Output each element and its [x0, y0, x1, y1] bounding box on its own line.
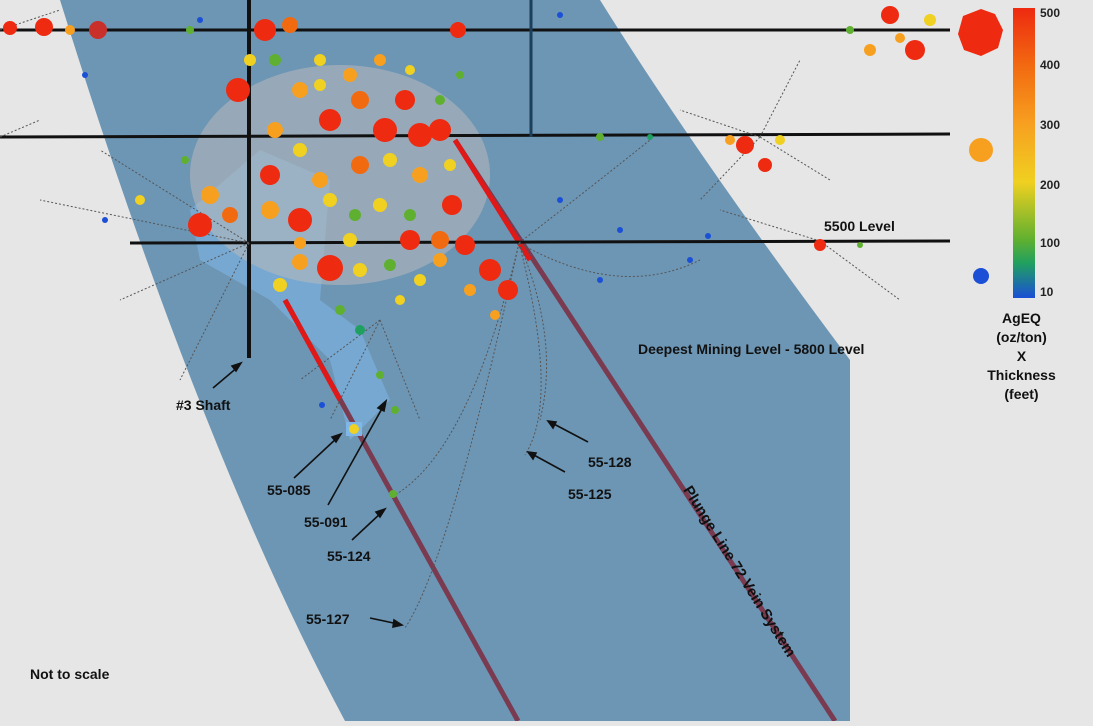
- level-line-5500: [129, 239, 951, 245]
- scale-tick-400: 400: [1040, 58, 1061, 72]
- legend-title-line-3: X: [1016, 348, 1027, 364]
- hole-label-55-091: 55-091: [304, 514, 348, 530]
- legend-title-line-1: AgEQ: [1002, 310, 1041, 326]
- collar-marker-point: [349, 424, 359, 434]
- deepest-level-label: Deepest Mining Level - 5800 Level: [638, 341, 865, 357]
- legend-title-line-5: (feet): [1004, 386, 1039, 402]
- legend-large-symbol: [958, 9, 1003, 56]
- scale-tick-10: 10: [1040, 285, 1054, 299]
- scale-tick-300: 300: [1040, 118, 1061, 132]
- sample-points: [3, 6, 936, 498]
- legend-title-line-2: (oz/ton): [996, 329, 1047, 345]
- level-line-mid: [0, 132, 951, 139]
- shaft-label: #3 Shaft: [176, 397, 231, 413]
- hole-label-55-085: 55-085: [267, 482, 311, 498]
- legend-symbols: [958, 9, 1003, 284]
- hole-label-55-127: 55-127: [306, 611, 350, 627]
- hole-label-55-125: 55-125: [568, 486, 612, 502]
- legend-small-symbol: [973, 268, 989, 284]
- hole-label-55-124: 55-124: [327, 548, 371, 564]
- scale-tick-100: 100: [1040, 236, 1061, 250]
- plunge-line-1-red: [452, 138, 533, 262]
- legend-title-line-4: Thickness: [987, 367, 1056, 383]
- scale-tick-200: 200: [1040, 178, 1061, 192]
- plunge-line-2-red: [282, 298, 343, 402]
- pointer-arrows: [212, 361, 589, 629]
- grade-legend: 500 400 300 200 100 10 AgEQ (oz/ton) X T…: [950, 0, 1093, 420]
- level-5500-label: 5500 Level: [824, 218, 895, 234]
- scale-tick-500: 500: [1040, 6, 1061, 20]
- legend-medium-symbol: [969, 138, 993, 162]
- color-scale-bar: [1013, 8, 1035, 298]
- sample-halo: [190, 65, 490, 285]
- scale-note: Not to scale: [30, 666, 110, 682]
- hole-label-55-128: 55-128: [588, 454, 632, 470]
